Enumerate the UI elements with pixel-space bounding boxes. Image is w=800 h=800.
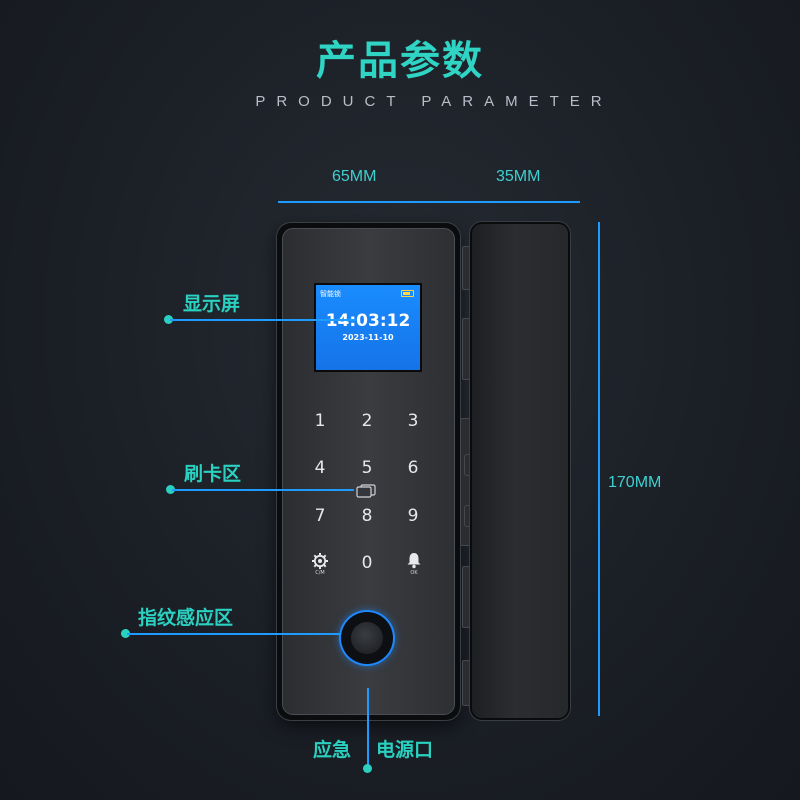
callout-emergency: 应急 [313,739,352,761]
key-1[interactable]: 1 [314,411,326,431]
settings-key[interactable] [311,552,329,570]
dimension-width-front: 65MM [332,168,377,185]
side-clip [462,660,470,706]
key-8[interactable]: 8 [361,506,373,526]
callout-card-area: 刷卡区 [184,463,242,485]
page-title: 产品参数 [316,38,484,84]
side-clip [462,566,470,628]
lock-display-screen: 智能锁 14:03:12 2023-11-10 [314,283,422,372]
card-icon [356,484,376,498]
callout-dot [363,764,372,773]
height-dimension-line [598,222,600,716]
fingerprint-pad [351,622,383,654]
callout-line-fingerprint [127,633,341,635]
screen-date: 2023-11-10 [342,333,394,342]
key-5[interactable]: 5 [361,458,373,478]
callout-fingerprint: 指纹感应区 [138,607,234,629]
key-4[interactable]: 4 [314,458,326,478]
key-9[interactable]: 9 [407,506,419,526]
key-0[interactable]: 0 [361,553,373,573]
callout-line-bottom [367,688,369,768]
dimension-height: 170MM [608,474,662,491]
screen-label: 智能锁 [320,290,341,298]
width-dimension-line [278,201,580,203]
callout-power-port: 电源口 [376,739,434,761]
bell-icon [407,553,421,569]
callout-line-card [172,489,354,491]
gear-icon [312,553,328,569]
callout-line-display [170,319,356,321]
key-7[interactable]: 7 [314,506,326,526]
key-2[interactable]: 2 [361,411,373,431]
dimension-width-back: 35MM [496,168,541,185]
key-3[interactable]: 3 [407,411,419,431]
settings-key-sublabel: C/M [315,570,325,576]
battery-icon [401,290,414,297]
callout-dot [164,315,173,324]
callout-dot [166,485,175,494]
doorbell-key-sublabel: OK [410,570,418,576]
side-clip [462,246,470,290]
lock-handle [472,224,568,718]
page-subtitle: PRODUCT PARAMETER [255,93,613,110]
side-clip [462,318,470,380]
doorbell-key[interactable] [405,551,423,569]
screen-time: 14:03:12 [325,311,411,331]
callout-dot [121,629,130,638]
callout-display: 显示屏 [183,293,241,315]
key-6[interactable]: 6 [407,458,419,478]
